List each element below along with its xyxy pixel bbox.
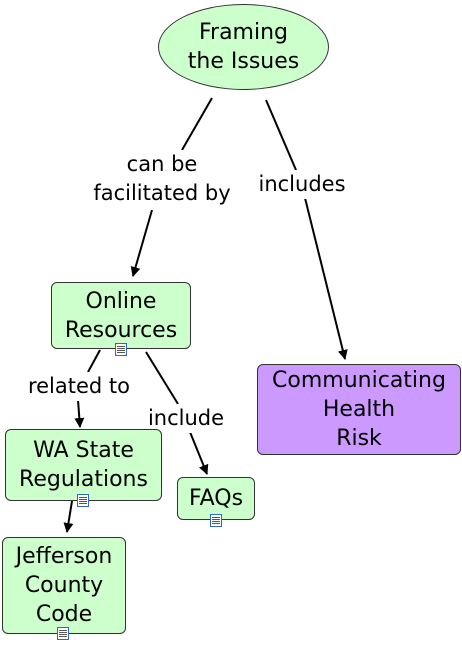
line-include-to-faqs bbox=[189, 431, 209, 475]
line-online-to-include bbox=[145, 351, 179, 405]
line-framing-to-facilitated bbox=[181, 97, 213, 151]
linking-phrase-includes: includes bbox=[252, 170, 352, 199]
line-framing-to-includes bbox=[265, 99, 297, 171]
concept-wa-state-regulations[interactable]: WA State Regulations bbox=[5, 429, 162, 501]
concept-communicating-health-risk[interactable]: Communicating Health Risk bbox=[257, 364, 461, 455]
concept-jefferson-county-code[interactable]: Jefferson County Code bbox=[2, 537, 126, 634]
concept-framing-the-issues[interactable]: Framing the Issues bbox=[158, 4, 329, 90]
linking-phrase-related-to: related to bbox=[18, 372, 140, 401]
line-related-to-wa-state bbox=[74, 399, 85, 428]
linking-phrase-include: include bbox=[142, 404, 230, 433]
document-icon[interactable] bbox=[77, 494, 89, 507]
concept-faqs[interactable]: FAQs bbox=[177, 477, 255, 520]
concept-online-resources[interactable]: Online Resources bbox=[51, 282, 191, 349]
line-wa-state-to-jefferson bbox=[63, 500, 74, 533]
document-icon[interactable] bbox=[115, 343, 127, 356]
line-facilitated-to-online bbox=[130, 209, 153, 277]
document-icon[interactable] bbox=[57, 627, 69, 640]
line-includes-to-communicating bbox=[304, 197, 348, 360]
document-icon[interactable] bbox=[210, 514, 222, 527]
linking-phrase-facilitated: can be facilitated by bbox=[82, 150, 242, 210]
line-online-to-related bbox=[87, 349, 101, 373]
